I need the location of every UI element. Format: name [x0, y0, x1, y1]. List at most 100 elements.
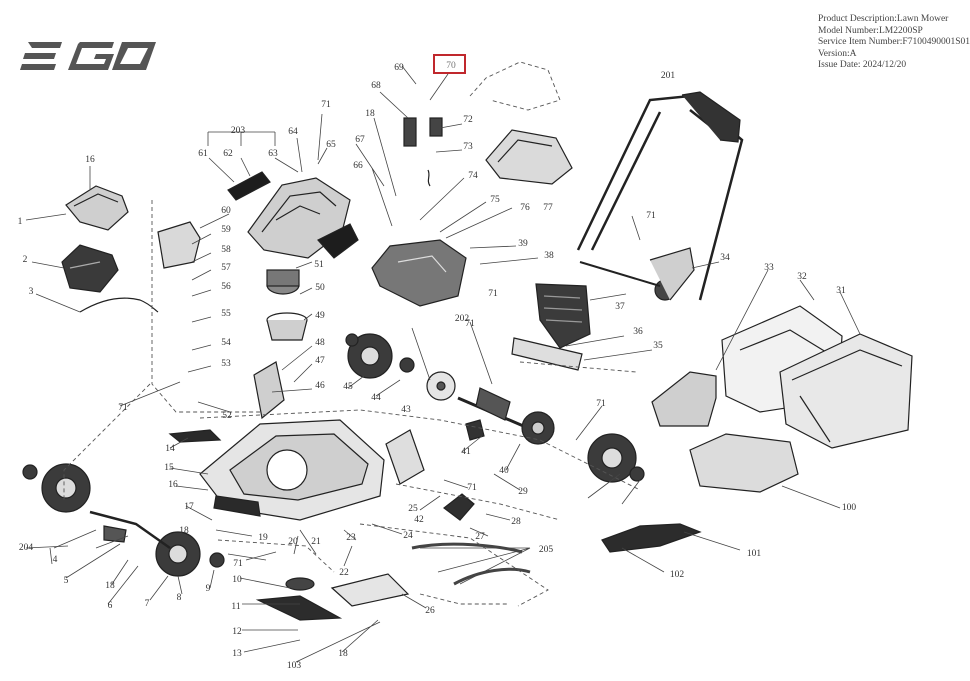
callout-27: 27	[475, 532, 485, 542]
callout-19: 19	[258, 533, 268, 543]
callout-35: 35	[653, 341, 663, 351]
callout-50: 50	[315, 283, 325, 293]
callout-46: 46	[315, 381, 325, 391]
part-drawings	[22, 91, 913, 621]
callout-54: 54	[221, 338, 231, 348]
callout-75: 75	[490, 195, 500, 205]
callout-8: 8	[177, 593, 182, 603]
callout-25: 25	[408, 504, 418, 514]
callout-14: 14	[165, 444, 175, 454]
callout-203: 203	[231, 126, 246, 136]
callout-42: 42	[414, 515, 424, 525]
callout-23: 23	[346, 533, 356, 543]
callout-77: 77	[543, 203, 553, 213]
callout-21: 21	[311, 537, 321, 547]
callout-39: 39	[518, 239, 528, 249]
callout-52: 52	[222, 411, 232, 421]
callout-53: 53	[221, 359, 231, 369]
callout-34: 34	[720, 253, 730, 263]
callout-55: 55	[221, 309, 231, 319]
callout-40: 40	[499, 466, 509, 476]
callout-18: 18	[179, 526, 189, 536]
callout-71: 71	[596, 399, 606, 409]
callout-29: 29	[518, 487, 528, 497]
callout-71: 71	[465, 319, 475, 329]
callout-7: 7	[145, 599, 150, 609]
callout-1: 1	[18, 217, 23, 227]
callout-33: 33	[764, 263, 774, 273]
callout-3: 3	[29, 287, 34, 297]
callout-69: 69	[394, 63, 404, 73]
callout-18: 18	[338, 649, 348, 659]
callout-100: 100	[842, 503, 857, 513]
callout-63: 63	[268, 149, 278, 159]
callout-11: 11	[231, 602, 240, 612]
highlight-box	[433, 54, 466, 74]
callout-204: 204	[19, 543, 34, 553]
callout-71: 71	[488, 289, 498, 299]
version: Version:A	[818, 48, 857, 59]
callout-22: 22	[339, 568, 349, 578]
callout-71: 71	[467, 483, 477, 493]
callout-102: 102	[670, 570, 685, 580]
dashed-outlines	[63, 61, 641, 607]
callout-71: 71	[321, 100, 331, 110]
callout-64: 64	[288, 127, 298, 137]
callout-41: 41	[461, 447, 471, 457]
callout-2: 2	[23, 255, 28, 265]
callout-36: 36	[633, 327, 643, 337]
callout-71: 71	[233, 559, 243, 569]
callout-24: 24	[403, 531, 413, 541]
callout-67: 67	[355, 135, 365, 145]
callout-15: 15	[164, 463, 174, 473]
callout-28: 28	[511, 517, 521, 527]
callout-73: 73	[463, 142, 473, 152]
callout-6: 6	[108, 601, 113, 611]
callout-66: 66	[353, 161, 363, 171]
callout-18: 18	[365, 109, 375, 119]
document-metadata: Product Description:Lawn Mower Model Num…	[818, 14, 970, 72]
callout-60: 60	[221, 206, 231, 216]
callout-47: 47	[315, 356, 325, 366]
callout-58: 58	[221, 245, 231, 255]
callout-32: 32	[797, 272, 807, 282]
callout-44: 44	[371, 393, 381, 403]
callout-56: 56	[221, 282, 231, 292]
callout-59: 59	[221, 225, 231, 235]
service-item-number: Service Item Number:F7100490001S01	[818, 37, 970, 47]
callout-17: 17	[184, 502, 194, 512]
callout-70: 70	[446, 61, 456, 71]
callout-37: 37	[615, 302, 625, 312]
issue-date: Issue Date: 2024/12/20	[818, 60, 907, 70]
callout-9: 9	[206, 584, 211, 594]
callout-76: 76	[520, 203, 530, 213]
ego-logo-graphic	[20, 42, 156, 70]
callout-74: 74	[468, 171, 478, 181]
callout-101: 101	[747, 549, 762, 559]
callout-51: 51	[314, 260, 324, 270]
model-number: Model Number:LM2200SP	[818, 25, 923, 36]
callout-5: 5	[64, 576, 69, 586]
callout-71: 71	[646, 211, 656, 221]
leader-lines	[25, 65, 861, 663]
callout-65: 65	[326, 140, 336, 150]
product-description: Product Description:Lawn Mower	[818, 14, 949, 24]
callout-45: 45	[343, 382, 353, 392]
callout-49: 49	[315, 311, 325, 321]
callout-10: 10	[232, 575, 242, 585]
callout-16: 16	[85, 155, 95, 165]
callout-31: 31	[836, 286, 846, 296]
callout-57: 57	[221, 263, 231, 273]
callout-43: 43	[401, 405, 411, 415]
callout-71: 71	[118, 403, 128, 413]
callout-68: 68	[371, 81, 381, 91]
callout-72: 72	[463, 115, 473, 125]
callout-18: 18	[105, 581, 115, 591]
callout-103: 103	[287, 661, 302, 671]
callout-4: 4	[53, 555, 58, 565]
callout-62: 62	[223, 149, 233, 159]
callout-48: 48	[315, 338, 325, 348]
